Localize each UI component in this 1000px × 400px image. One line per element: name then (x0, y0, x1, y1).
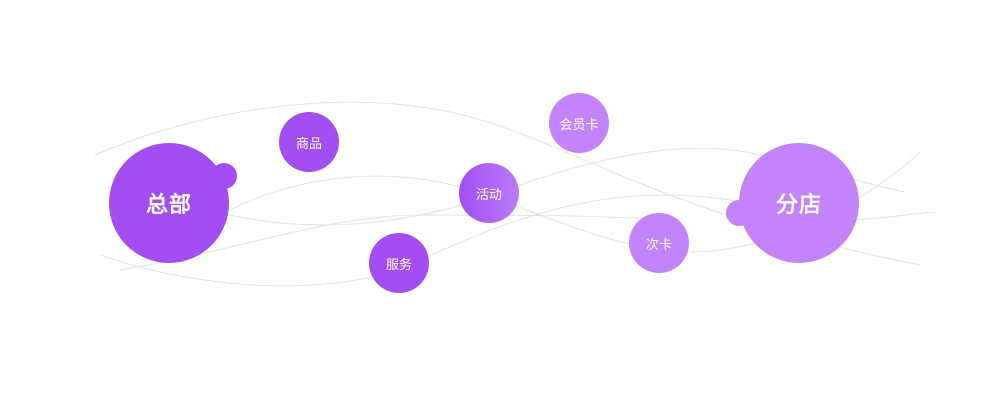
service-label: 服务 (385, 257, 412, 273)
branch-store-label: 分店 (775, 193, 822, 218)
membership-card-node[interactable]: 会员卡 (549, 93, 609, 153)
headquarters-label: 总部 (145, 193, 192, 218)
service-node[interactable]: 服务 (369, 233, 429, 293)
connector-curve (94, 101, 921, 266)
goods-label: 商品 (295, 136, 322, 152)
times-card-node[interactable]: 次卡 (629, 213, 689, 273)
branch-store-node[interactable]: 分店 (739, 143, 859, 263)
headquarters-node[interactable]: 总部 (109, 143, 229, 263)
membership-card-label: 会员卡 (559, 117, 599, 133)
goods-node[interactable]: 商品 (279, 112, 339, 172)
activity-label: 活动 (475, 187, 502, 203)
times-card-label: 次卡 (645, 237, 672, 253)
activity-node[interactable]: 活动 (459, 163, 519, 223)
connector-curve (119, 214, 681, 271)
